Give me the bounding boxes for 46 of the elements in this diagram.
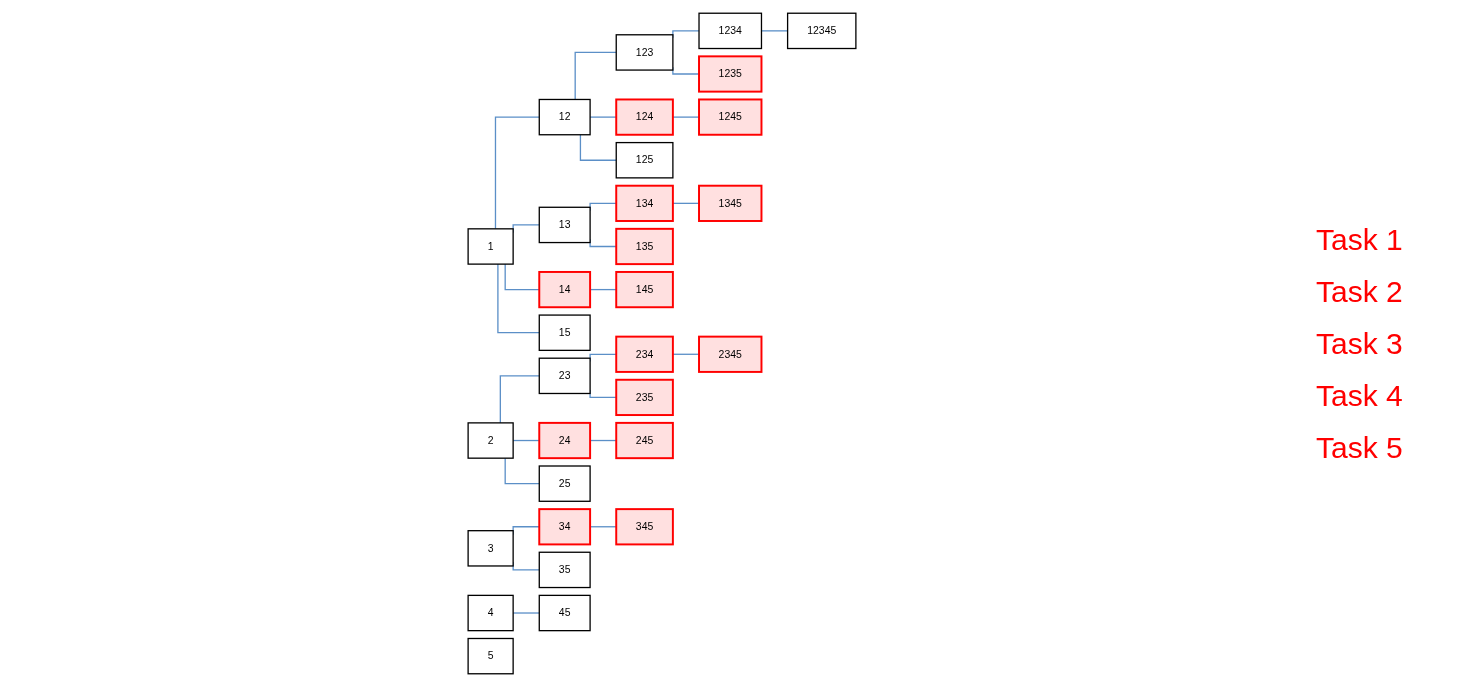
node-box: 15 <box>538 314 591 351</box>
node-box: 235 <box>615 378 674 417</box>
node-box: 1235 <box>698 55 763 93</box>
connector <box>672 353 700 355</box>
node-box: 34 <box>538 508 592 546</box>
node-box: 4 <box>467 594 514 632</box>
connector <box>579 134 617 161</box>
node-box: 134 <box>615 184 674 222</box>
node-box: 12345 <box>786 12 857 50</box>
task-label: Task 1 <box>1316 222 1404 257</box>
task-label: Task 3 <box>1316 326 1404 361</box>
node-box: 145 <box>615 270 674 309</box>
node-box: 13 <box>538 206 591 244</box>
node-box: 2345 <box>698 335 763 373</box>
connector <box>497 263 540 334</box>
task-label: Task 4 <box>1316 378 1404 413</box>
task-label: Task 2 <box>1316 274 1404 309</box>
node-box: 25 <box>538 465 591 502</box>
node-box: 45 <box>538 594 591 632</box>
node-box: 245 <box>615 421 674 460</box>
node-box: 3 <box>467 530 514 567</box>
node-box: 1 <box>467 228 514 265</box>
node-box: 345 <box>615 508 674 546</box>
node-box: 12 <box>538 98 591 136</box>
connector <box>504 263 540 291</box>
node-box: 24 <box>538 421 592 460</box>
node-box: 135 <box>615 227 674 266</box>
connector <box>494 116 540 230</box>
connector <box>672 116 700 118</box>
connector <box>504 457 540 485</box>
node-box: 125 <box>615 141 674 179</box>
node-box: 1245 <box>698 98 763 136</box>
node-box: 14 <box>538 270 592 309</box>
node-box: 234 <box>615 335 674 373</box>
node-box: 124 <box>615 98 674 136</box>
node-box: 1345 <box>698 184 763 222</box>
node-box: 5 <box>467 637 514 675</box>
connector <box>574 51 617 101</box>
task-label: Task 5 <box>1316 430 1404 465</box>
node-box: 1234 <box>698 12 763 50</box>
node-box: 23 <box>538 357 591 395</box>
connector <box>499 375 540 424</box>
node-box: 2 <box>467 422 514 459</box>
connector <box>672 202 700 204</box>
node-box: 35 <box>538 551 591 589</box>
node-box: 123 <box>615 34 674 71</box>
